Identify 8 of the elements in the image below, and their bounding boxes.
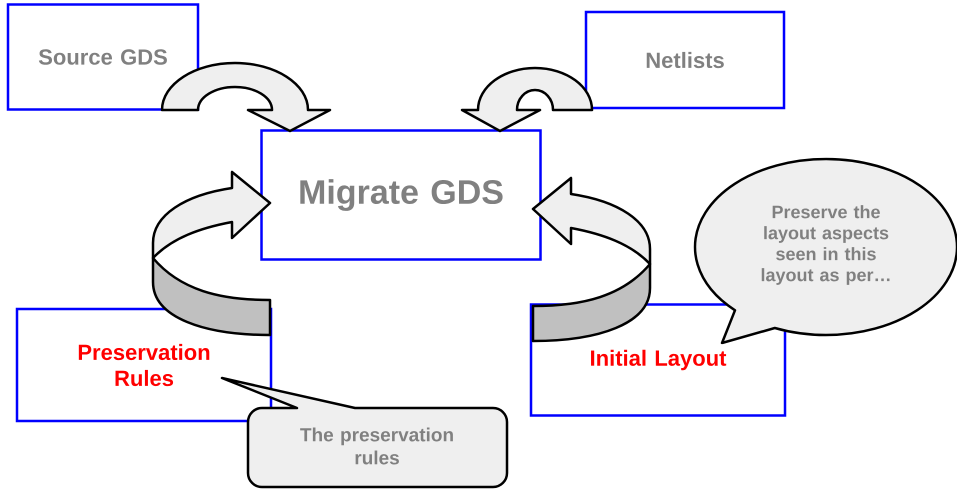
callout-bubble: Preserve the layout aspects seen in this layout as per…: [694, 158, 957, 344]
process-box: Migrate GDS: [260, 129, 542, 261]
curved-block-arrow: [532, 176, 652, 342]
curved-block-arrow: [460, 66, 594, 132]
curved-block-arrow: [160, 62, 332, 132]
process-box: Netlists: [584, 10, 786, 110]
curved-block-arrow: [152, 170, 272, 336]
callout-box: The preservation rules: [220, 376, 508, 488]
